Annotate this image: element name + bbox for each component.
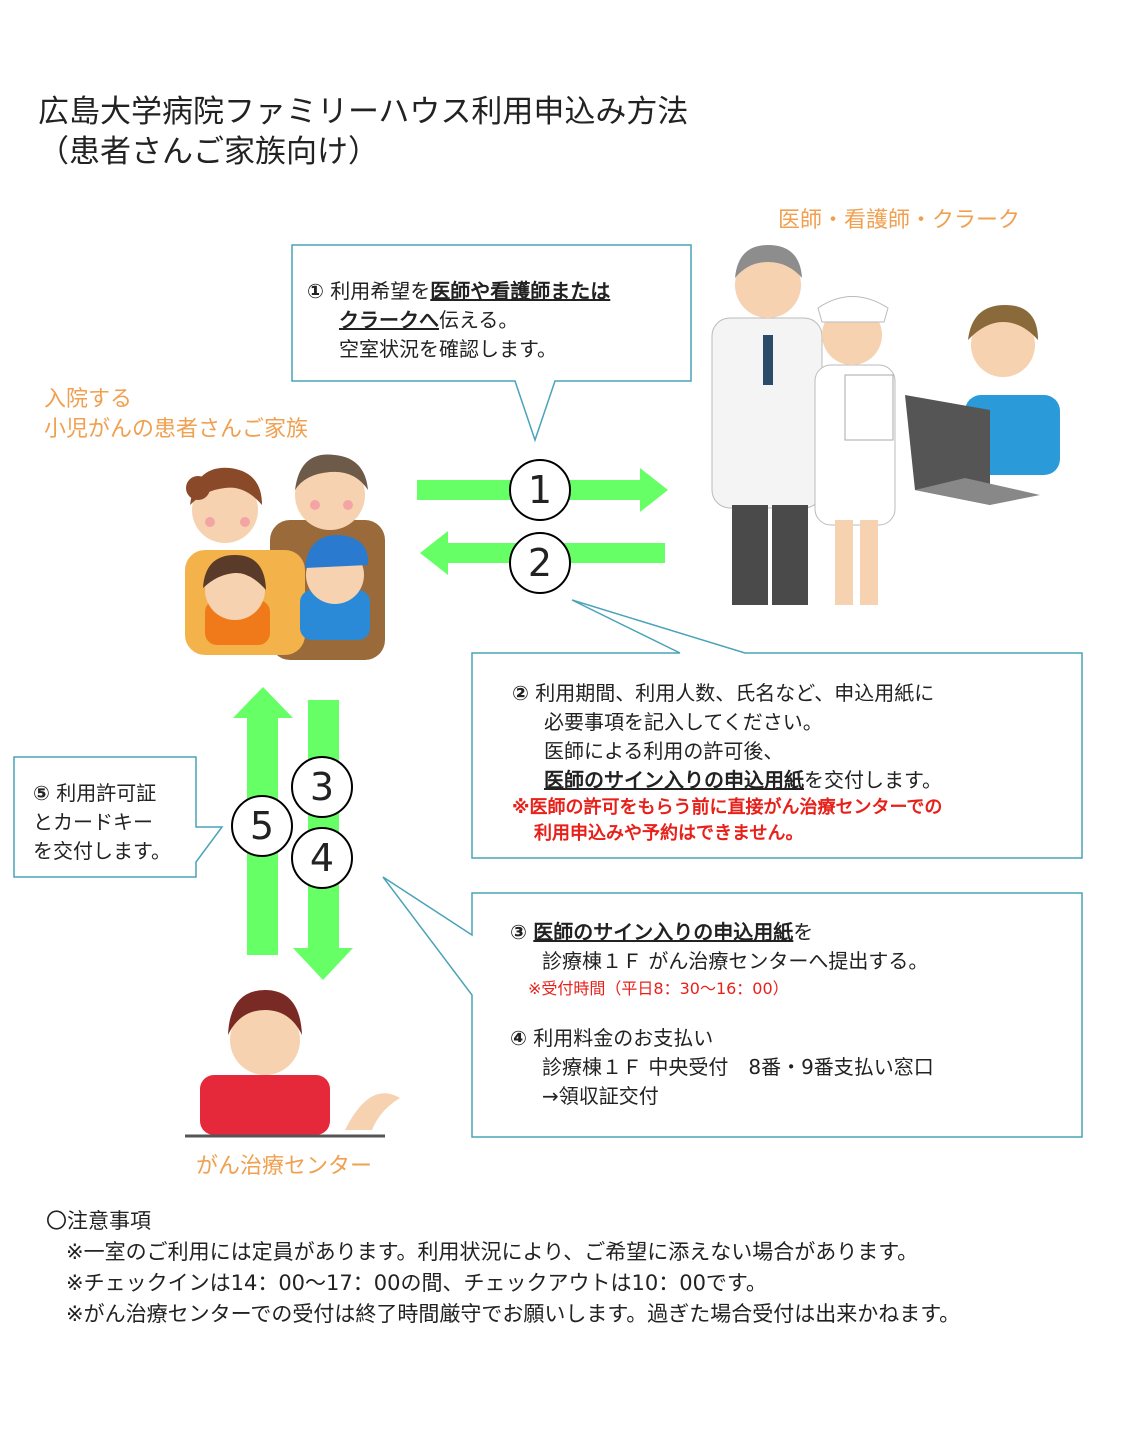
title-line-2: （患者さんご家族向け）: [38, 134, 379, 170]
step-number-1: 1: [527, 468, 553, 512]
step-2-warning-line-1: ※医師の許可をもらう前に直接がん治療センターでの: [512, 797, 943, 818]
step-2-line-3: 医師による利用の許可後、: [544, 739, 784, 763]
step-2-line-4: 医師のサイン入りの申込用紙を交付します。: [512, 766, 942, 795]
step-number-3: 3: [309, 765, 335, 809]
step-2-line-1: ② 利用期間、利用人数、氏名など、申込用紙に: [512, 679, 942, 708]
staff-illustration: [711, 245, 1060, 605]
notes-item-1: ※一室のご利用には定員があります。利用状況により、ご希望に添えない場合があります…: [66, 1240, 919, 1264]
step-2-line-4-plain: を交付します。: [804, 768, 942, 792]
notes-item-3: ※がん治療センターでの受付は終了時間厳守でお願いします。過ぎた場合受付は出来かね…: [66, 1302, 961, 1326]
title-line-1: 広島大学病院ファミリーハウス利用申込み方法: [38, 94, 689, 130]
step-3-hours-note: ※受付時間（平日8：30～16：00）: [528, 979, 789, 998]
step-5-line-1-text: 利用許可証: [56, 781, 157, 805]
step-number-4: 4: [309, 836, 335, 880]
step-2-warning-line-2: 利用申込みや予約はできません。: [534, 823, 804, 844]
step-5-text: ⑤ 利用許可証 とカードキー を交付します。: [33, 779, 171, 866]
step-circle-4: [291, 827, 353, 889]
callout-box-3-4: [382, 876, 1083, 1138]
step-2-line-4-underlined: 医師のサイン入りの申込用紙: [544, 768, 804, 792]
step-2-line-1-text: 利用期間、利用人数、氏名など、申込用紙に: [535, 681, 935, 705]
step-2-marker: ②: [512, 681, 529, 705]
step-circle-3: [291, 756, 353, 818]
step-1-line-1: ① 利用希望を医師や看護師または: [307, 277, 610, 306]
step-3-line-2: 診療棟１Ｆ がん治療センターへ提出する。: [542, 949, 929, 973]
step-4-line-1: ④ 利用料金のお支払い: [510, 1024, 934, 1053]
step-5-line-2: とカードキー: [33, 810, 153, 834]
notes-item-2: ※チェックインは14：00～17：00の間、チェックアウトは10：00です。: [66, 1271, 767, 1295]
step-1-line-2-underlined: クラークへ: [339, 308, 439, 332]
step-circle-1: [509, 459, 571, 521]
family-label-line-1: 入院する: [44, 387, 133, 412]
page-title: 広島大学病院ファミリーハウス利用申込み方法 （患者さんご家族向け）: [38, 92, 688, 172]
step-1-line-1-underlined: 医師や看護師または: [430, 279, 611, 303]
family-label-line-2: 小児がんの患者さんご家族: [44, 417, 309, 442]
step-circle-5: [231, 795, 293, 857]
step-3-line-1-plain: を: [793, 920, 814, 944]
step-4-line-3: →領収証交付: [542, 1084, 659, 1108]
step-3-line-1-underlined: 医師のサイン入りの申込用紙: [533, 920, 794, 944]
step-5-line-1: ⑤ 利用許可証: [33, 779, 171, 808]
step-number-2: 2: [527, 541, 553, 585]
step-3-line-1: ③ 医師のサイン入りの申込用紙を: [510, 918, 934, 947]
notes-heading: 〇注意事項: [46, 1209, 151, 1233]
callout-box-1: [291, 244, 692, 443]
step-1-line-2: クラークへ伝える。: [307, 306, 610, 335]
callout-box-2: [471, 599, 1083, 859]
step-3-marker: ③: [510, 920, 527, 944]
step-4-line-2: 診療棟１Ｆ 中央受付 8番・9番支払い窓口: [542, 1055, 934, 1079]
staff-label: 医師・看護師・クラーク: [778, 208, 1021, 233]
step-3-4-text: ③ 医師のサイン入りの申込用紙を 診療棟１Ｆ がん治療センターへ提出する。 ※受…: [510, 918, 934, 1111]
step-number-5: 5: [249, 804, 275, 848]
cancer-center-label: がん治療センター: [196, 1154, 373, 1179]
step-4-line-1-text: 利用料金のお支払い: [533, 1026, 714, 1050]
step-5-marker: ⑤: [33, 781, 50, 805]
step-1-marker: ①: [307, 279, 324, 303]
step-1-line-2-plain: 伝える。: [439, 308, 519, 332]
step-circle-2: [509, 532, 571, 594]
step-4-marker: ④: [510, 1026, 527, 1050]
step-1-line-1-plain: 利用希望を: [330, 279, 431, 303]
step-2-text: ② 利用期間、利用人数、氏名など、申込用紙に 必要事項を記入してください。 医師…: [512, 679, 942, 847]
step-1-text: ① 利用希望を医師や看護師または クラークへ伝える。 空室状況を確認します。: [307, 277, 610, 364]
family-label: 入院する 小児がんの患者さんご家族: [44, 385, 308, 445]
step-2-line-2: 必要事項を記入してください。: [544, 710, 823, 734]
notes-section: 〇注意事項 ※一室のご利用には定員があります。利用状況により、ご希望に添えない場…: [46, 1206, 960, 1330]
reception-clerk-illustration: [185, 990, 400, 1138]
step-1-line-3: 空室状況を確認します。: [339, 337, 557, 361]
step-5-line-3: を交付します。: [33, 839, 171, 863]
callout-box-5: [13, 756, 224, 878]
family-illustration: [185, 454, 385, 660]
